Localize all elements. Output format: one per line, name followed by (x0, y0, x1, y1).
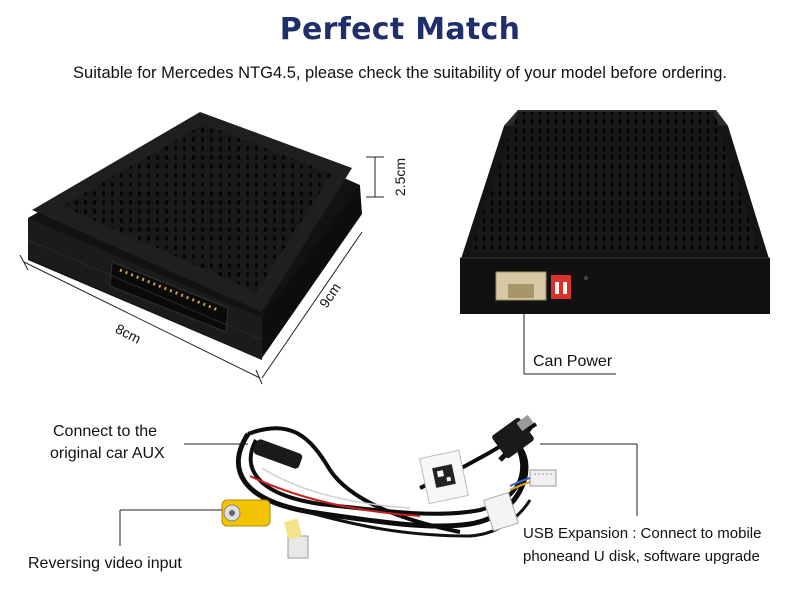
can-power-label: Can Power (533, 353, 613, 370)
usb-expansion-label-line2: phoneand U disk, software upgrade (523, 548, 760, 565)
qr-code-label (419, 449, 469, 505)
aux-plug (253, 439, 303, 469)
callout-lines (119, 443, 638, 546)
dip-switch (551, 275, 571, 299)
rca-video-plug (221, 499, 271, 527)
depth-dimension-label: 9cm (316, 280, 344, 311)
usb-expansion-label-line1: USB Expansion : Connect to mobile (523, 525, 762, 542)
compatibility-note: Suitable for Mercedes NTG4.5, please che… (73, 64, 727, 82)
module-box-front (460, 110, 770, 314)
expansion-connector (529, 469, 557, 487)
cable-harness (221, 414, 557, 559)
height-dimension-label: 2.5cm (392, 158, 408, 196)
width-dimension-label: 8cm (113, 320, 144, 346)
module-box-angled (27, 112, 362, 360)
usb-plug (492, 414, 534, 459)
aux-label-line2: original car AUX (50, 445, 165, 462)
reversing-video-label: Reversing video input (28, 555, 182, 572)
dimension-lines (19, 156, 384, 385)
page-title: Perfect Match (279, 12, 521, 47)
aux-label-line1: Connect to the (53, 423, 158, 440)
